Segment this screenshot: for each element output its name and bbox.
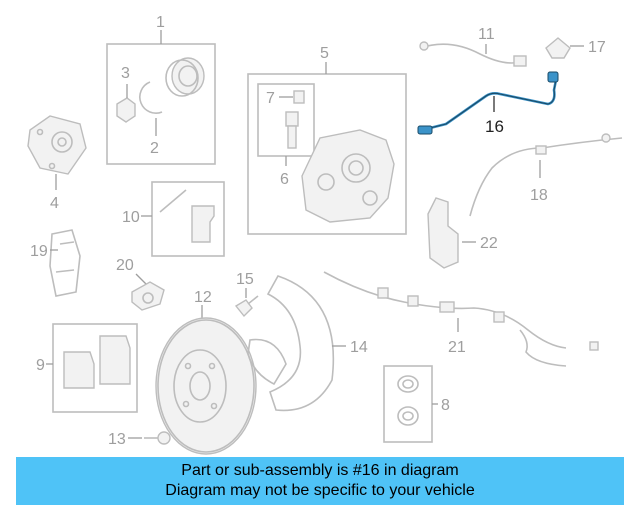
- part-10-pin-kit: 10: [122, 181, 225, 257]
- part-10-box: [151, 181, 225, 257]
- part-14-shield: 14: [247, 275, 368, 412]
- part-19-clip: 19: [30, 229, 81, 297]
- info-banner: Part or sub-assembly is #16 in diagram D…: [16, 457, 624, 505]
- part-13-bolt: 13: [108, 431, 171, 448]
- callout-21: 21: [448, 339, 466, 356]
- part-20-bleeder: 20: [116, 257, 165, 311]
- callout-12: 12: [194, 289, 212, 306]
- part-5-box: [247, 73, 407, 235]
- part-15-bolt: 15: [234, 271, 259, 318]
- callout-22: 22: [480, 235, 498, 252]
- callout-7: 7: [266, 90, 275, 107]
- callout-11: 11: [478, 26, 495, 43]
- part-8-seals: 8: [383, 365, 450, 443]
- callout-1: 1: [156, 14, 165, 31]
- callout-20: 20: [116, 257, 134, 274]
- part-17-clip: 17: [545, 37, 606, 59]
- callout-9: 9: [36, 357, 45, 374]
- part-1-bearing-kit: 1 3 2: [106, 14, 216, 165]
- callout-16: 16: [485, 117, 504, 136]
- callout-4: 4: [50, 195, 59, 212]
- callout-6: 6: [280, 171, 289, 188]
- part-4-hub: 4: [27, 115, 87, 212]
- part-9-pads: 9: [36, 323, 138, 413]
- part-21-sensor-harness: 21: [323, 271, 599, 367]
- callout-10: 10: [122, 209, 140, 226]
- callout-2: 2: [150, 140, 159, 157]
- part-12-rotor: 12: [155, 289, 257, 455]
- callout-14: 14: [350, 339, 368, 356]
- banner-line-1: Part or sub-assembly is #16 in diagram: [181, 462, 459, 479]
- part-9-box: [52, 323, 138, 413]
- banner-line-2: Diagram may not be specific to your vehi…: [165, 482, 475, 499]
- callout-5: 5: [320, 45, 329, 62]
- callout-13: 13: [108, 431, 126, 448]
- part-5-caliper: 5 7 6: [247, 45, 407, 235]
- callout-15: 15: [236, 271, 254, 288]
- part-8-box: [383, 365, 433, 443]
- callout-17: 17: [588, 39, 606, 56]
- part-22-bracket: 22: [427, 197, 498, 269]
- part-16-brake-hose: 16: [417, 71, 559, 136]
- callout-8: 8: [441, 397, 450, 414]
- part-18-abs-cable: 18: [469, 133, 623, 217]
- part-11-harness: 11: [419, 26, 527, 67]
- callout-18: 18: [530, 187, 548, 204]
- callout-19: 19: [30, 243, 48, 260]
- callout-3: 3: [121, 65, 130, 82]
